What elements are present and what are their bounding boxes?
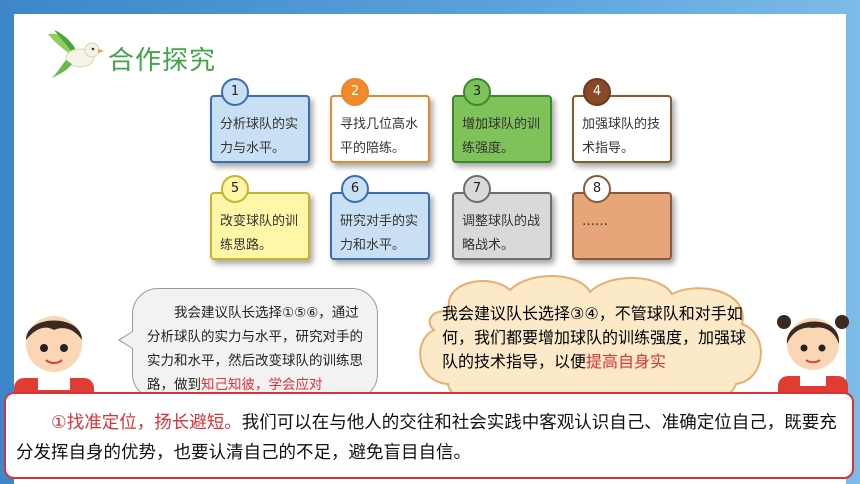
option-number-badge: 2 [341,78,369,106]
answer-highlight: ①找准定位，扬长避短。 [51,413,242,433]
cloud-speech-bubble [419,274,762,402]
option-card-1: 分析球队的实力与水平。 [210,95,310,163]
option-number-badge: 3 [463,78,491,106]
option-card-text: 分析球队的实力与水平。 [220,117,299,156]
left-speech-text: 我会建议队长选择①⑤⑥，通过分析球队的实力与水平，研究对手的实力和水平，然后改变… [147,305,363,393]
option-card-text: …… [582,214,608,229]
option-card-3: 增加球队的训练强度。 [452,95,552,163]
option-number-badge: 7 [463,175,491,203]
option-card-text: 加强球队的技术指导。 [582,117,661,156]
title-area: 合作探究 [44,28,244,80]
option-card-text: 增加球队的训练强度。 [462,117,541,156]
option-card-text: 改变球队的训练思路。 [220,214,299,253]
option-card-2: 寻找几位高水平的陪练。 [330,95,430,163]
speech-tail-fill [120,331,134,349]
option-card-5: 改变球队的训练思路。 [210,192,310,260]
option-card-text: 寻找几位高水平的陪练。 [340,117,419,156]
option-card-8: …… [572,192,672,260]
bird-icon [48,30,104,78]
option-card-6: 研究对手的实力和水平。 [330,192,430,260]
answer-box: ①找准定位，扬长避短。我们可以在与他人的交往和社会实践中客观认识自己、准确定位自… [4,392,854,479]
option-number-badge: 4 [583,78,611,106]
answer-text: ①找准定位，扬长避短。我们可以在与他人的交往和社会实践中客观认识自己、准确定位自… [16,413,837,463]
girl-avatar [777,315,849,400]
option-card-text: 调整球队的战略战术。 [462,214,541,253]
right-speech-highlight: 提高自身实 [586,352,667,371]
boy-avatar [14,316,94,400]
option-card-7: 调整球队的战略战术。 [452,192,552,260]
option-number-badge: 6 [341,175,369,203]
option-card-4: 加强球队的技术指导。 [572,95,672,163]
option-number-badge: 5 [221,175,249,203]
left-speech-bubble: 我会建议队长选择①⑤⑥，通过分析球队的实力与水平，研究对手的实力和水平，然后改变… [132,288,378,400]
option-number-badge: 1 [221,78,249,106]
left-speech-highlight: 知己知彼，学会应对 [201,377,323,393]
option-number-badge: 8 [583,175,611,203]
right-speech-text: 我会建议队长选择③④，不管球队和对手如何，我们都要增加球队的训练强度，加强球队的… [442,304,747,371]
page-title: 合作探究 [108,46,217,76]
option-card-text: 研究对手的实力和水平。 [340,214,419,253]
